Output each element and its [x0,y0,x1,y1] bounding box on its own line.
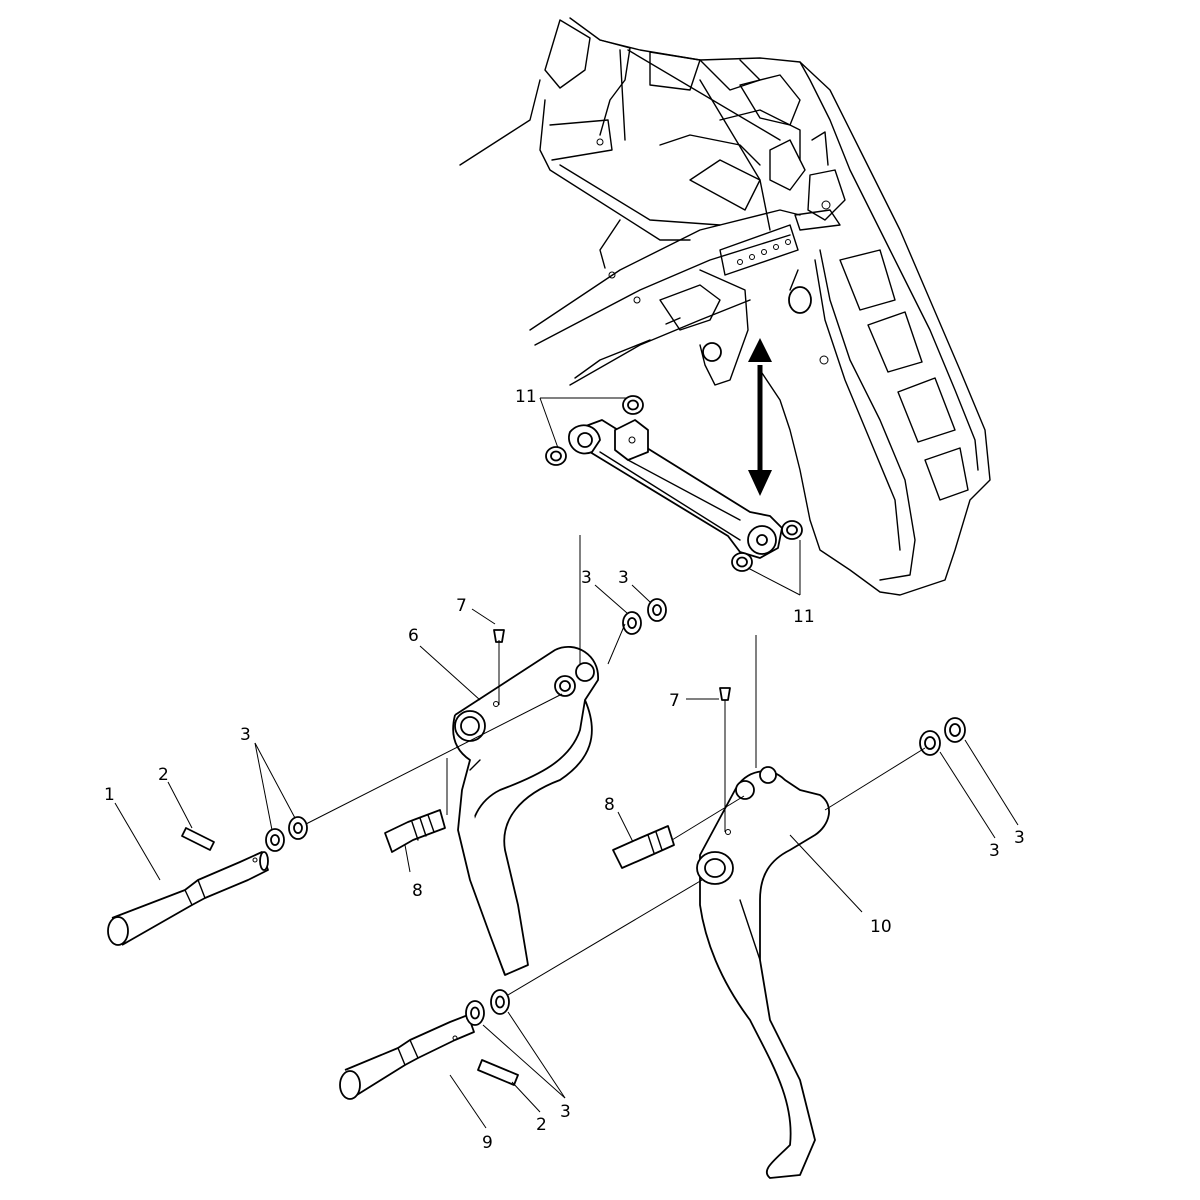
callout-3-right-a: 3 [989,841,1000,861]
roll-pin-2-upper [181,827,215,851]
movement-arrow [748,338,772,496]
grease-fitting-7-left [493,629,505,643]
callout-9: 9 [482,1133,493,1153]
washers-3-right [919,717,966,756]
callout-8-right: 8 [604,795,615,815]
callout-3-right-b: 3 [1014,828,1025,848]
callout-7-left: 7 [456,596,467,616]
callout-11-bottom: 11 [793,607,815,627]
pin-1 [107,851,269,946]
callout-2-left: 2 [158,765,169,785]
callout-10: 10 [870,917,892,937]
left-pedal [452,645,599,976]
bolt-8-right [612,825,675,869]
callout-3-top-a: 3 [581,568,592,588]
pin-9 [339,1014,475,1100]
washers-3-bottom [465,989,510,1026]
callout-labels: 11 11 3 3 7 6 3 2 1 8 7 8 10 3 3 3 2 9 [104,387,1025,1153]
callout-6: 6 [408,626,419,646]
bolt-8-left [384,809,446,853]
callout-11-top: 11 [515,387,537,407]
hydraulic-cylinder [545,395,803,572]
callout-8-left: 8 [412,881,423,901]
callout-2-bottom: 2 [536,1115,547,1135]
grease-fitting-7-right [719,687,731,701]
callout-1: 1 [104,785,115,805]
leader-lines [114,397,1019,1129]
washers-3-top [622,598,667,635]
assembly-lines [305,535,926,996]
roll-pin-2-lower [477,1059,519,1086]
callout-3-bottom: 3 [560,1102,571,1122]
washers-3-left [265,816,308,852]
callout-3-left: 3 [240,725,251,745]
callout-7-right: 7 [669,691,680,711]
callout-3-top-b: 3 [618,568,629,588]
chassis-frame [459,17,991,596]
right-pedal [696,766,830,1179]
